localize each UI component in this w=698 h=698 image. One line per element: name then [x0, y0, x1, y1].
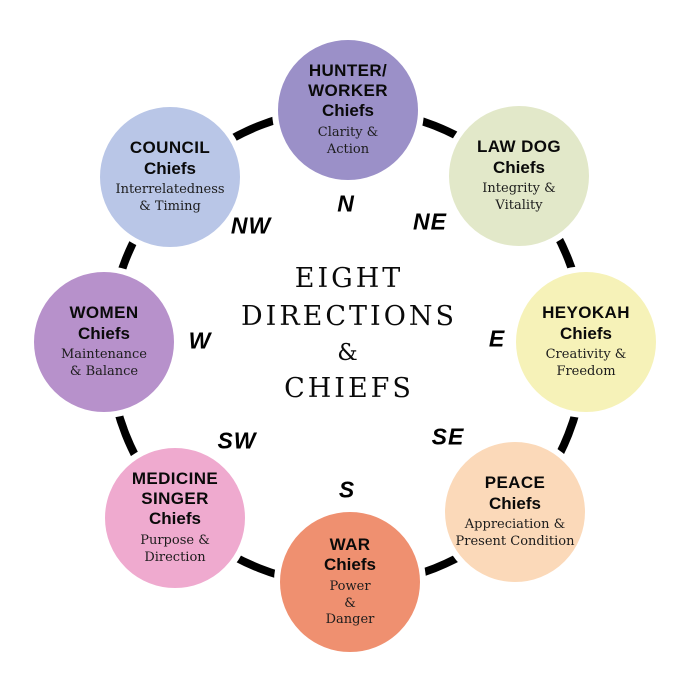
chief-circle-medicine-singer: MEDICINE SINGER Chiefs Purpose & Directi…	[99, 442, 251, 594]
chief-attribute-line: & Balance	[69, 364, 139, 380]
chief-attributes: Integrity & Vitality	[482, 181, 555, 215]
chief-attribute-line: Freedom	[556, 364, 616, 380]
chief-role: Chiefs	[78, 323, 130, 343]
chief-circle-heyokah: HEYOKAH Chiefs Creativity & Freedom	[510, 266, 662, 418]
chief-attribute-line: Present Condition	[455, 534, 575, 550]
chief-attribute-line: Danger	[325, 612, 375, 628]
chief-attribute-line: Vitality	[495, 198, 543, 214]
chief-attribute-line: Interrelatedness	[115, 182, 225, 198]
chief-attribute-line: &	[344, 595, 356, 611]
chief-role: Chiefs	[144, 158, 196, 178]
chief-attribute-line: Action	[326, 141, 370, 157]
chief-attribute-line: Power	[329, 578, 371, 594]
chief-attributes: Creativity & Freedom	[546, 347, 627, 381]
chief-title: HEYOKAH	[542, 303, 630, 323]
chief-title-line: SINGER	[141, 488, 209, 508]
chief-role: Chiefs	[149, 509, 201, 529]
title-line-directions: DIRECTIONS	[241, 301, 457, 332]
direction-label-e: E	[488, 325, 506, 352]
direction-label-w: W	[188, 327, 212, 354]
title-line-eight: EIGHT	[294, 263, 404, 294]
direction-label-se: SE	[431, 423, 465, 450]
chief-role: Chiefs	[493, 157, 545, 177]
chief-circle-women: WOMEN Chiefs Maintenance & Balance	[28, 266, 180, 418]
chief-attributes: Maintenance & Balance	[61, 347, 147, 381]
chief-attribute-line: Clarity &	[317, 124, 379, 140]
title-line-chiefs: CHIEFS	[284, 373, 414, 404]
chief-title-line: WOMEN	[69, 303, 139, 323]
chief-attribute-line: Purpose &	[140, 532, 210, 548]
direction-label-ne: NE	[413, 208, 447, 235]
chief-circle-peace: PEACE Chiefs Appreciation & Present Cond…	[439, 436, 591, 588]
chief-role: Chiefs	[322, 101, 374, 121]
chief-title: MEDICINE SINGER	[132, 469, 218, 508]
chief-role: Chiefs	[489, 493, 541, 513]
chief-title-line: WAR	[329, 534, 371, 554]
chief-title-line: PEACE	[484, 473, 546, 493]
chief-attribute-line: Direction	[144, 549, 206, 565]
chief-role: Chiefs	[324, 555, 376, 575]
chief-attribute-line: Creativity &	[545, 347, 627, 363]
chief-attribute-line: Appreciation &	[464, 517, 566, 533]
chief-title: WAR	[330, 535, 371, 555]
chief-title-line: COUNCIL	[129, 138, 211, 158]
chief-attribute-line: & Timing	[139, 199, 201, 215]
chief-attributes: Purpose & Direction	[140, 533, 210, 567]
direction-label-s: S	[338, 476, 356, 503]
chief-title-line: WORKER	[308, 80, 388, 100]
chief-attributes: Appreciation & Present Condition	[456, 517, 575, 551]
chief-title-line: LAW DOG	[476, 137, 561, 157]
direction-label-nw: NW	[230, 212, 272, 239]
chief-title-line: MEDICINE	[131, 469, 219, 489]
chief-attributes: Clarity & Action	[318, 125, 379, 159]
chief-title: PEACE	[485, 473, 546, 493]
chief-title: LAW DOG	[477, 137, 561, 157]
chief-circle-council: COUNCIL Chiefs Interrelatedness & Timing	[94, 101, 246, 253]
chief-title-line: HEYOKAH	[542, 303, 630, 323]
chief-attribute-line: Maintenance	[61, 347, 147, 363]
chief-circle-war: WAR Chiefs Power & Danger	[274, 506, 426, 658]
chief-attributes: Power & Danger	[326, 579, 375, 630]
chief-role: Chiefs	[560, 323, 612, 343]
direction-label-n: N	[337, 190, 355, 217]
chief-title: HUNTER/ WORKER	[308, 61, 388, 100]
chief-title-line: HUNTER/	[308, 61, 388, 81]
title-line-ampersand: &	[337, 340, 361, 366]
direction-label-sw: SW	[217, 427, 257, 454]
chief-attribute-line: Integrity &	[482, 181, 556, 197]
chief-title: COUNCIL	[130, 138, 210, 158]
chief-circle-hunter-worker: HUNTER/ WORKER Chiefs Clarity & Action	[272, 34, 424, 186]
chief-circle-law-dog: LAW DOG Chiefs Integrity & Vitality	[443, 100, 595, 252]
chief-title: WOMEN	[69, 303, 138, 323]
diagram-title: EIGHT DIRECTIONS & CHIEFS	[174, 260, 524, 408]
chief-attributes: Interrelatedness & Timing	[115, 182, 224, 216]
